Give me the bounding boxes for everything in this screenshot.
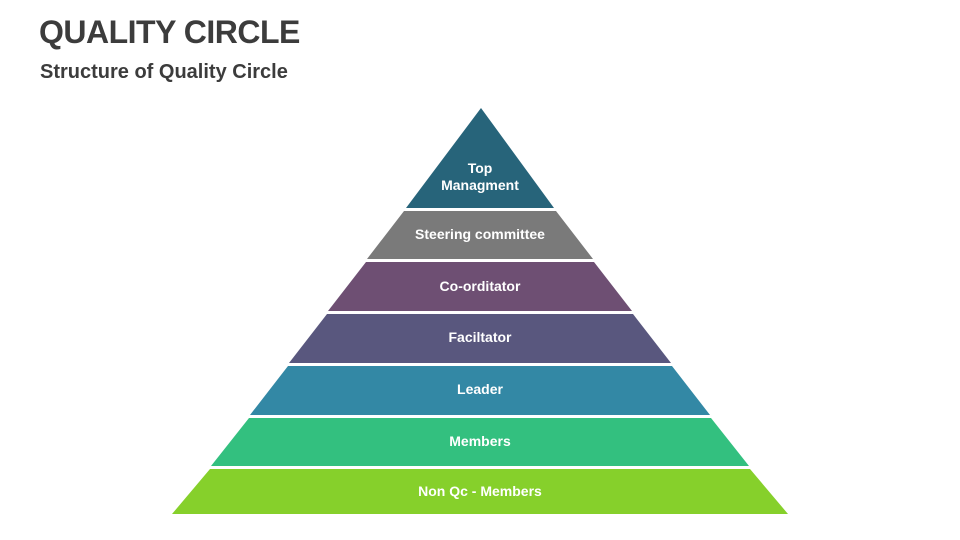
pyramid-level-non-qc-members: Non Qc - Members bbox=[172, 469, 788, 514]
level-facilitator-shape bbox=[289, 314, 671, 363]
level-coordinator-shape bbox=[328, 262, 632, 311]
pyramid-level-top-management: Top Managment bbox=[406, 108, 554, 208]
level-coordinator-label: Co-orditator bbox=[440, 278, 521, 294]
level-top-management-label-line1: Top bbox=[468, 160, 493, 176]
level-members-shape bbox=[211, 418, 749, 466]
level-top-management-shape bbox=[406, 108, 554, 208]
level-members-label: Members bbox=[449, 433, 511, 449]
pyramid-level-leader: Leader bbox=[250, 366, 710, 415]
page-title: QUALITY CIRCLE bbox=[39, 14, 300, 50]
level-top-management-label-line2: Managment bbox=[441, 177, 519, 193]
pyramid-level-members: Members bbox=[211, 418, 749, 466]
level-steering-committee-label: Steering committee bbox=[415, 226, 545, 242]
page-subtitle: Structure of Quality Circle bbox=[40, 61, 288, 83]
pyramid-level-steering-committee: Steering committee bbox=[367, 211, 593, 259]
level-facilitator-label: Faciltator bbox=[448, 329, 512, 345]
level-steering-committee-shape bbox=[367, 211, 593, 259]
level-leader-shape bbox=[250, 366, 710, 415]
pyramid-level-coordinator: Co-orditator bbox=[328, 262, 632, 311]
level-leader-label: Leader bbox=[457, 381, 503, 397]
level-non-qc-members-label: Non Qc - Members bbox=[418, 483, 542, 499]
level-non-qc-members-shape bbox=[172, 469, 788, 514]
pyramid-level-facilitator: Faciltator bbox=[289, 314, 671, 363]
